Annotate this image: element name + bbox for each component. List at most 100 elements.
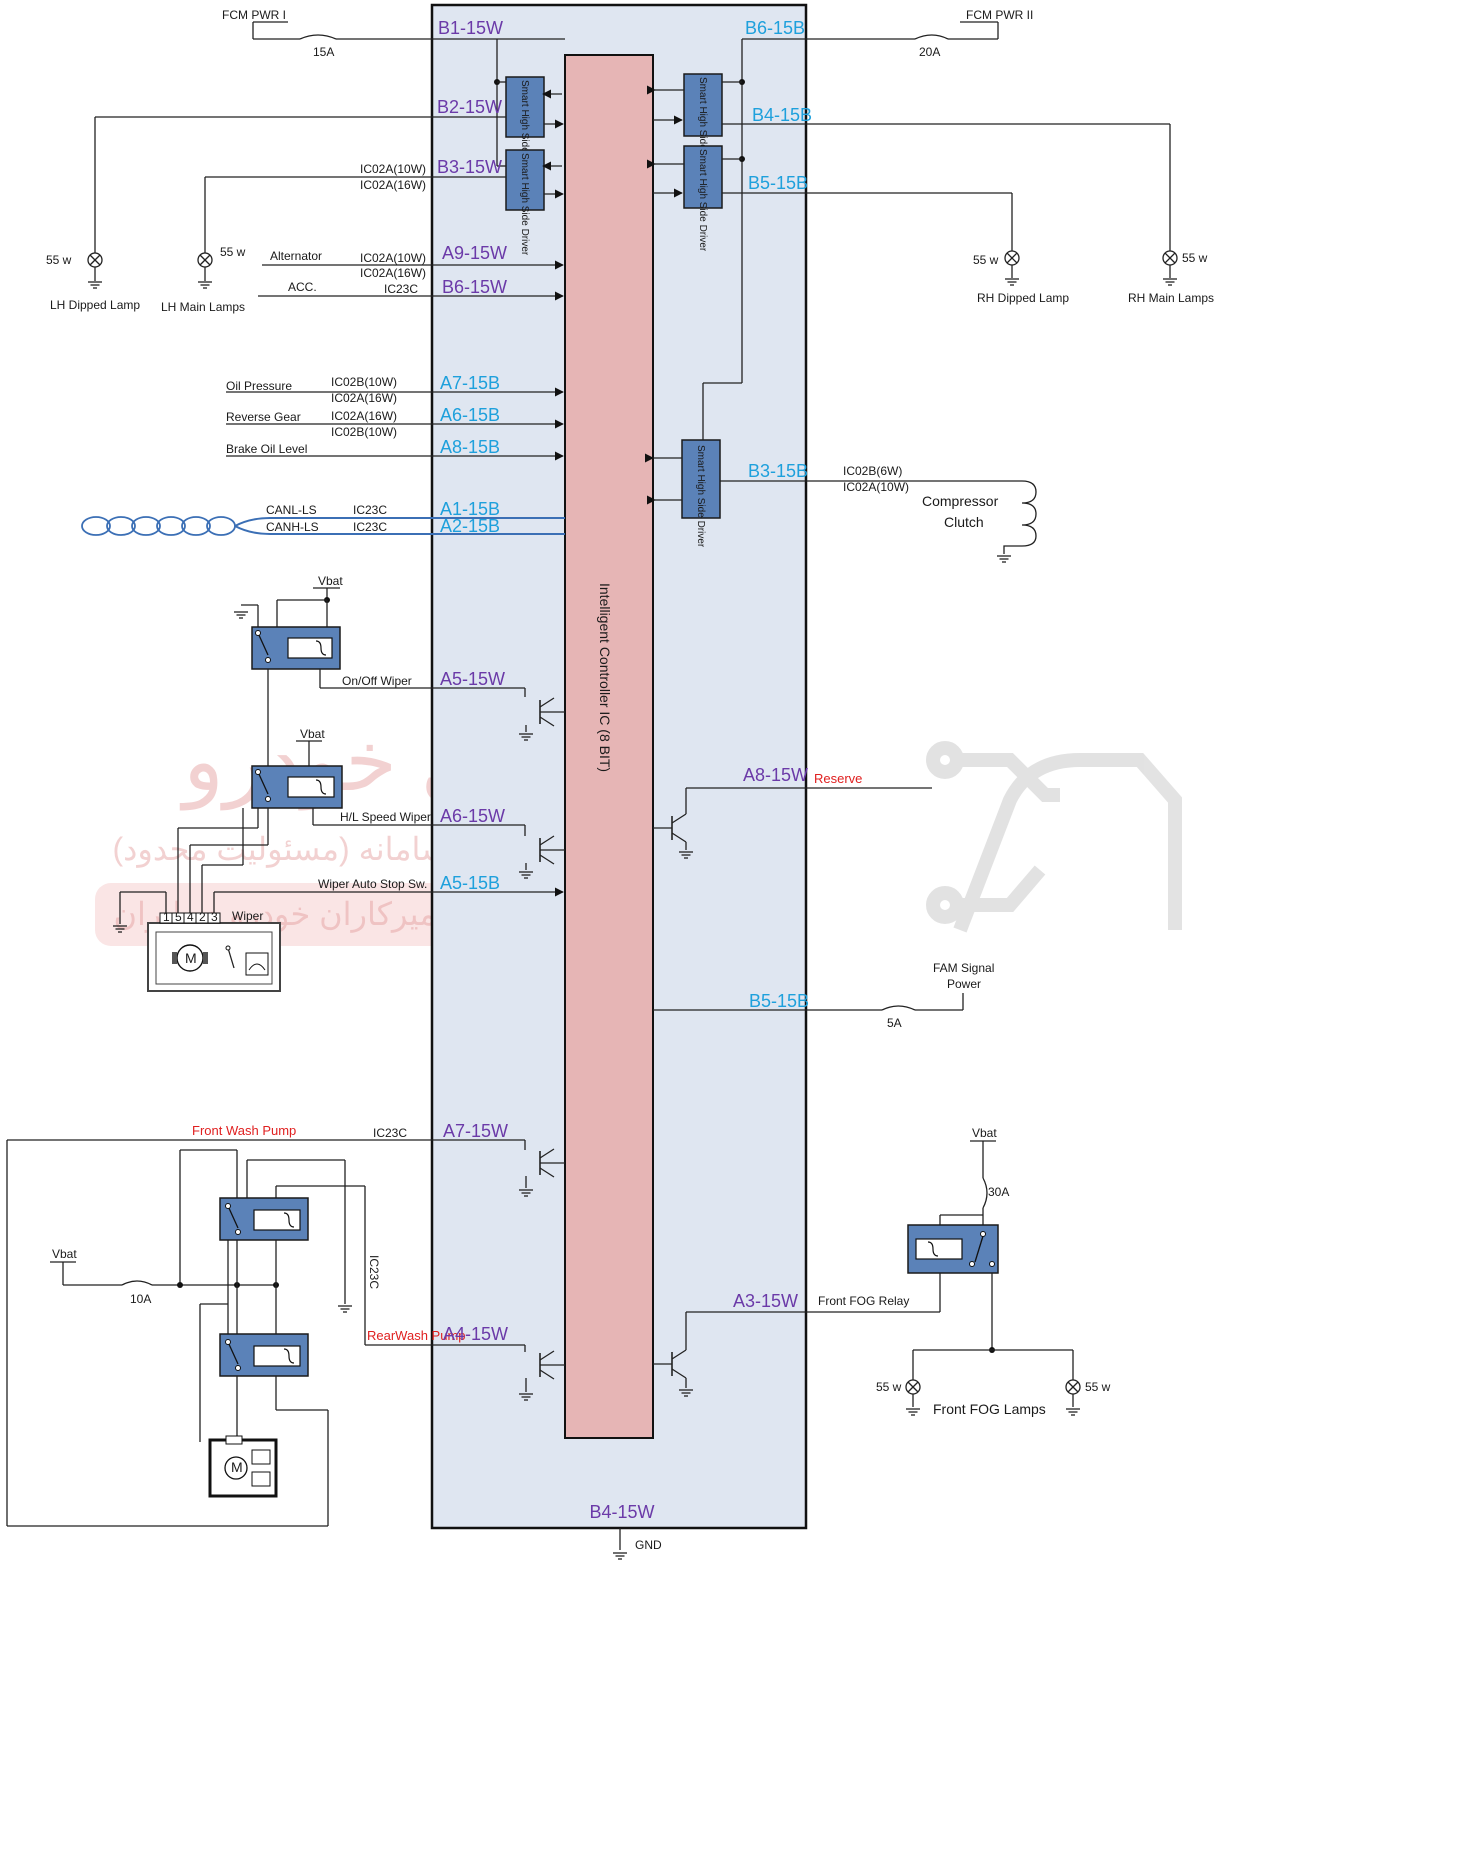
pin-a4w: A4-15W: [443, 1324, 508, 1344]
gnd-pin-label: B4-15W: [589, 1502, 654, 1522]
svg-text:Smart High Side Driver: Smart High Side Driver: [695, 445, 706, 548]
canh-label: CANH-LS: [266, 520, 319, 534]
pin-a1b: A1-15B: [440, 499, 500, 519]
reserve-label: Reserve: [814, 771, 862, 786]
hl-speed-wiper-label: H/L Speed Wiper: [340, 810, 431, 824]
reverse-gear-label: Reverse Gear: [226, 410, 301, 424]
fog-lamp-left-icon: [905, 1379, 921, 1395]
fog-fuse: 30A: [988, 1185, 1009, 1199]
alternator-ic2: IC02A(16W): [360, 266, 426, 280]
svg-text:M: M: [231, 1459, 243, 1475]
fog-vbat: Vbat: [972, 1126, 997, 1140]
driver-b4: Smart High Side Driver: [683, 73, 723, 180]
rh-main-label: RH Main Lamps: [1128, 291, 1214, 305]
lh-main-label: LH Main Lamps: [161, 300, 245, 314]
rev-ic2: IC02B(10W): [331, 425, 397, 439]
washer-ic23c-vertical: IC23C: [367, 1255, 381, 1289]
wiper-onoff-relay: [251, 626, 341, 670]
b3-ic02a10w: IC02A(10W): [360, 162, 426, 176]
pin-a3w: A3-15W: [733, 1291, 798, 1311]
lh-main-lamp-icon: [197, 252, 213, 268]
fog-lamp-right-icon: [1065, 1379, 1081, 1395]
rh-dipped-label: RH Dipped Lamp: [977, 291, 1069, 305]
compressor-ic1: IC02B(6W): [843, 464, 902, 478]
washer-vbat: Vbat: [52, 1247, 77, 1261]
alternator-ic1: IC02A(10W): [360, 251, 426, 265]
pin-b2: B2-15W: [437, 97, 502, 117]
compressor-ic2: IC02A(10W): [843, 480, 909, 494]
pin-b3b: B3-15B: [748, 461, 808, 481]
fam-line2: Power: [947, 977, 981, 991]
wiper-label: Wiper: [232, 909, 263, 923]
pin-a5b: A5-15B: [440, 873, 500, 893]
pin-a9: A9-15W: [442, 243, 507, 263]
brake-oil-label: Brake Oil Level: [226, 442, 307, 456]
svg-text:Smart High Side Driver: Smart High Side Driver: [519, 80, 530, 183]
rh-dipped-watt: 55 w: [973, 253, 999, 267]
lh-dipped-label: LH Dipped Lamp: [50, 298, 140, 312]
driver-b5: Smart High Side Driver: [683, 145, 723, 252]
pin-a7w: A7-15W: [443, 1121, 508, 1141]
washer-ic23c: IC23C: [373, 1126, 407, 1140]
pin-a7b: A7-15B: [440, 373, 500, 393]
rh-main-watt: 55 w: [1182, 251, 1208, 265]
rev-ic1: IC02A(16W): [331, 409, 397, 423]
pin-b6w: B6-15W: [442, 277, 507, 297]
pin-a2b: A2-15B: [440, 516, 500, 536]
pin-b5b2: B5-15B: [749, 991, 809, 1011]
fog-watt-right: 55 w: [1085, 1380, 1111, 1394]
svg-text:1: 1: [163, 910, 170, 924]
fog-relay: [907, 1224, 999, 1274]
pin-b3: B3-15W: [437, 157, 502, 177]
svg-text:4: 4: [187, 910, 194, 924]
washer-motor-icon: [224, 1456, 248, 1480]
wiper-speed-relay: [251, 765, 343, 809]
svg-text:2: 2: [199, 910, 206, 924]
b3-ic02a16w: IC02A(16W): [360, 178, 426, 192]
canl-label: CANL-LS: [266, 503, 317, 517]
rh-main-lamp-icon: [1162, 250, 1178, 266]
rear-wash-pump-label: RearWash Pump: [367, 1328, 466, 1343]
front-wash-relay: [219, 1197, 309, 1241]
fog-relay-label: Front FOG Relay: [818, 1294, 909, 1308]
wiper-vbat1: Vbat: [318, 574, 343, 588]
acc-label: ACC.: [288, 280, 317, 294]
lh-main-watt: 55 w: [220, 245, 246, 259]
svg-text:M: M: [185, 950, 197, 966]
pin-a5w: A5-15W: [440, 669, 505, 689]
lh-dipped-watt: 55 w: [46, 253, 72, 267]
front-fog-lamps-label: Front FOG Lamps: [933, 1401, 1046, 1417]
oil-ic2: IC02A(16W): [331, 391, 397, 405]
pin-a8b: A8-15B: [440, 437, 500, 457]
gnd-label: GND: [635, 1538, 662, 1552]
washer-fuse: 10A: [130, 1292, 151, 1306]
pin-a6w: A6-15W: [440, 806, 505, 826]
lh-dipped-lamp-icon: [87, 252, 103, 268]
fam-fuse: 5A: [887, 1016, 902, 1030]
washer-motor-unit: M: [208, 1435, 278, 1498]
pin-b4b: B4-15B: [752, 105, 812, 125]
fam-line1: FAM Signal: [933, 961, 994, 975]
driver-b1: Smart High Side Driver: [505, 76, 545, 183]
wiper-motor-unit: 1 5 4 2 3 M Wiper: [147, 909, 281, 992]
fcm-pwr-2-label: FCM PWR II: [966, 8, 1033, 22]
driver-b3: Smart High Side Driver: [505, 149, 545, 256]
fog-watt-left: 55 w: [876, 1380, 902, 1394]
can-ic2: IC23C: [353, 520, 387, 534]
rh-dipped-lamp-icon: [1004, 250, 1020, 266]
controller-ic: [564, 54, 654, 1439]
fuse-15a-label: 15A: [313, 45, 334, 59]
compressor-line1: Compressor: [922, 493, 999, 509]
wiper-autostop-label: Wiper Auto Stop Sw.: [318, 877, 427, 891]
pin-a6b: A6-15B: [440, 405, 500, 425]
pin-b6b: B6-15B: [745, 18, 805, 38]
wiper-vbat2: Vbat: [300, 727, 325, 741]
compressor-line2: Clutch: [944, 514, 984, 530]
onoff-wiper-label: On/Off Wiper: [342, 674, 412, 688]
watermark-car-icon: [926, 741, 1182, 933]
can-twisted-pair-icon: [81, 516, 236, 536]
pin-a8w: A8-15W: [743, 765, 808, 785]
rear-wash-relay: [219, 1333, 309, 1377]
driver-b3b: Smart High Side Driver: [681, 439, 721, 548]
